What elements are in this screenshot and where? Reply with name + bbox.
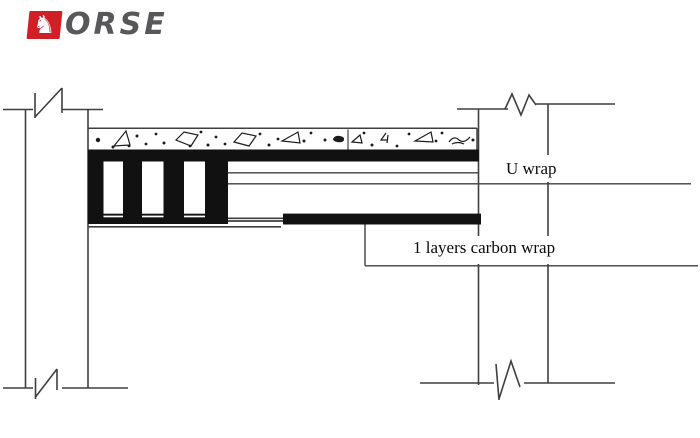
logo-wordmark: ORSE (65, 7, 168, 42)
beam (88, 149, 691, 228)
beam-top-flange-band (88, 149, 479, 162)
carbon-wrap-band (283, 213, 481, 225)
top-left-break-icon (34, 87, 63, 118)
soffit-double-line (228, 217, 283, 222)
bottom-left-break-icon (34, 368, 58, 399)
soffit-band-under-straps (88, 217, 228, 224)
left-break-assembly (3, 87, 128, 399)
logo: ♞ ORSE (26, 7, 168, 42)
aggregate-hatch (95, 129, 475, 149)
u-wrap-strap-gaps (103, 161, 205, 218)
u-wrap-label: U wrap (501, 155, 562, 182)
bottom-right-break-icon (495, 358, 521, 401)
top-right-break-icon (504, 92, 537, 118)
concrete-slab (88, 127, 478, 150)
carbon-wrap-leader (364, 224, 698, 267)
carbon-wrap-label: 1 layers carbon wrap (408, 236, 561, 264)
